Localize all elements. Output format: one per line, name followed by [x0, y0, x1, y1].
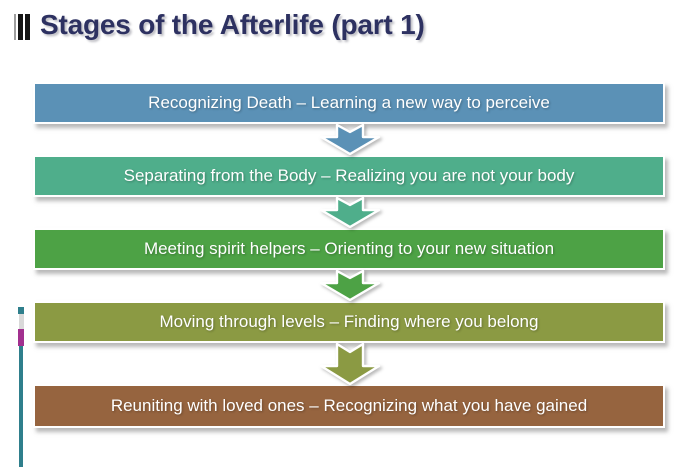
stage-bar-moving-through-levels: Moving through levels – Finding where yo…	[33, 301, 665, 343]
left-accent-gray-segment	[19, 314, 24, 329]
down-arrow-icon	[319, 124, 381, 155]
title-bar-glyph	[18, 14, 23, 40]
left-accent-teal-line	[19, 346, 23, 467]
down-arrow-icon	[319, 270, 381, 301]
left-accent-teal-square	[18, 307, 24, 314]
down-arrow-shape	[319, 343, 381, 385]
stage-bar-recognizing-death: Recognizing Death – Learning a new way t…	[33, 82, 665, 124]
stage-bar-label: Meeting spirit helpers – Orienting to yo…	[143, 239, 555, 258]
down-arrow-shape	[319, 197, 381, 228]
down-arrow-icon	[319, 197, 381, 228]
down-arrow-shape	[319, 270, 381, 301]
stage-bar-label: Recognizing Death – Learning a new way t…	[148, 93, 550, 112]
stage-bar-label: Separating from the Body – Realizing you…	[123, 166, 575, 185]
down-arrow-icon	[319, 343, 381, 385]
stage-bar-separating-from-body: Separating from the Body – Realizing you…	[33, 155, 665, 197]
stage-bar-meeting-spirit-helpers: Meeting spirit helpers – Orienting to yo…	[33, 228, 665, 270]
stage-bar-reuniting-with-loved-ones: Reuniting with loved ones – Recognizing …	[33, 384, 665, 428]
stage-bar-label: Reuniting with loved ones – Recognizing …	[110, 396, 588, 415]
title-bar-glyph	[14, 14, 16, 40]
stage-bar-label: Moving through levels – Finding where yo…	[159, 312, 539, 331]
slide-title: Stages of the Afterlife (part 1)	[40, 9, 425, 40]
title-bars-icon	[14, 14, 30, 40]
title-bar-glyph	[25, 14, 30, 40]
down-arrow-shape	[319, 124, 381, 155]
left-accent-magenta-segment	[18, 329, 24, 346]
